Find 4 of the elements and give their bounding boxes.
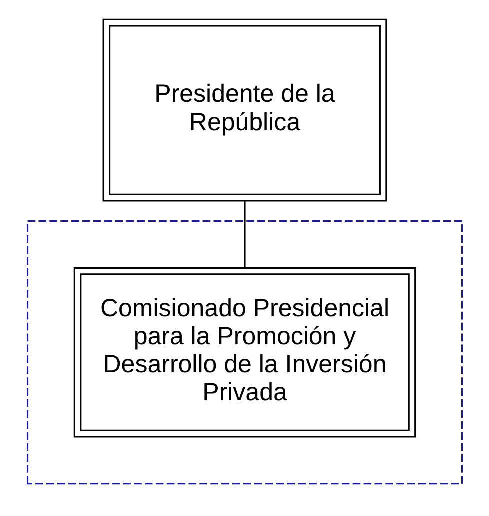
cluster bbox=[26, 220, 463, 485]
connector bbox=[244, 202, 246, 268]
node-box: Presidente de la República bbox=[102, 18, 387, 202]
node-box: Comisionado Presidencial para la Promoción y Desarrollo de la Inversión Privada bbox=[73, 267, 416, 438]
